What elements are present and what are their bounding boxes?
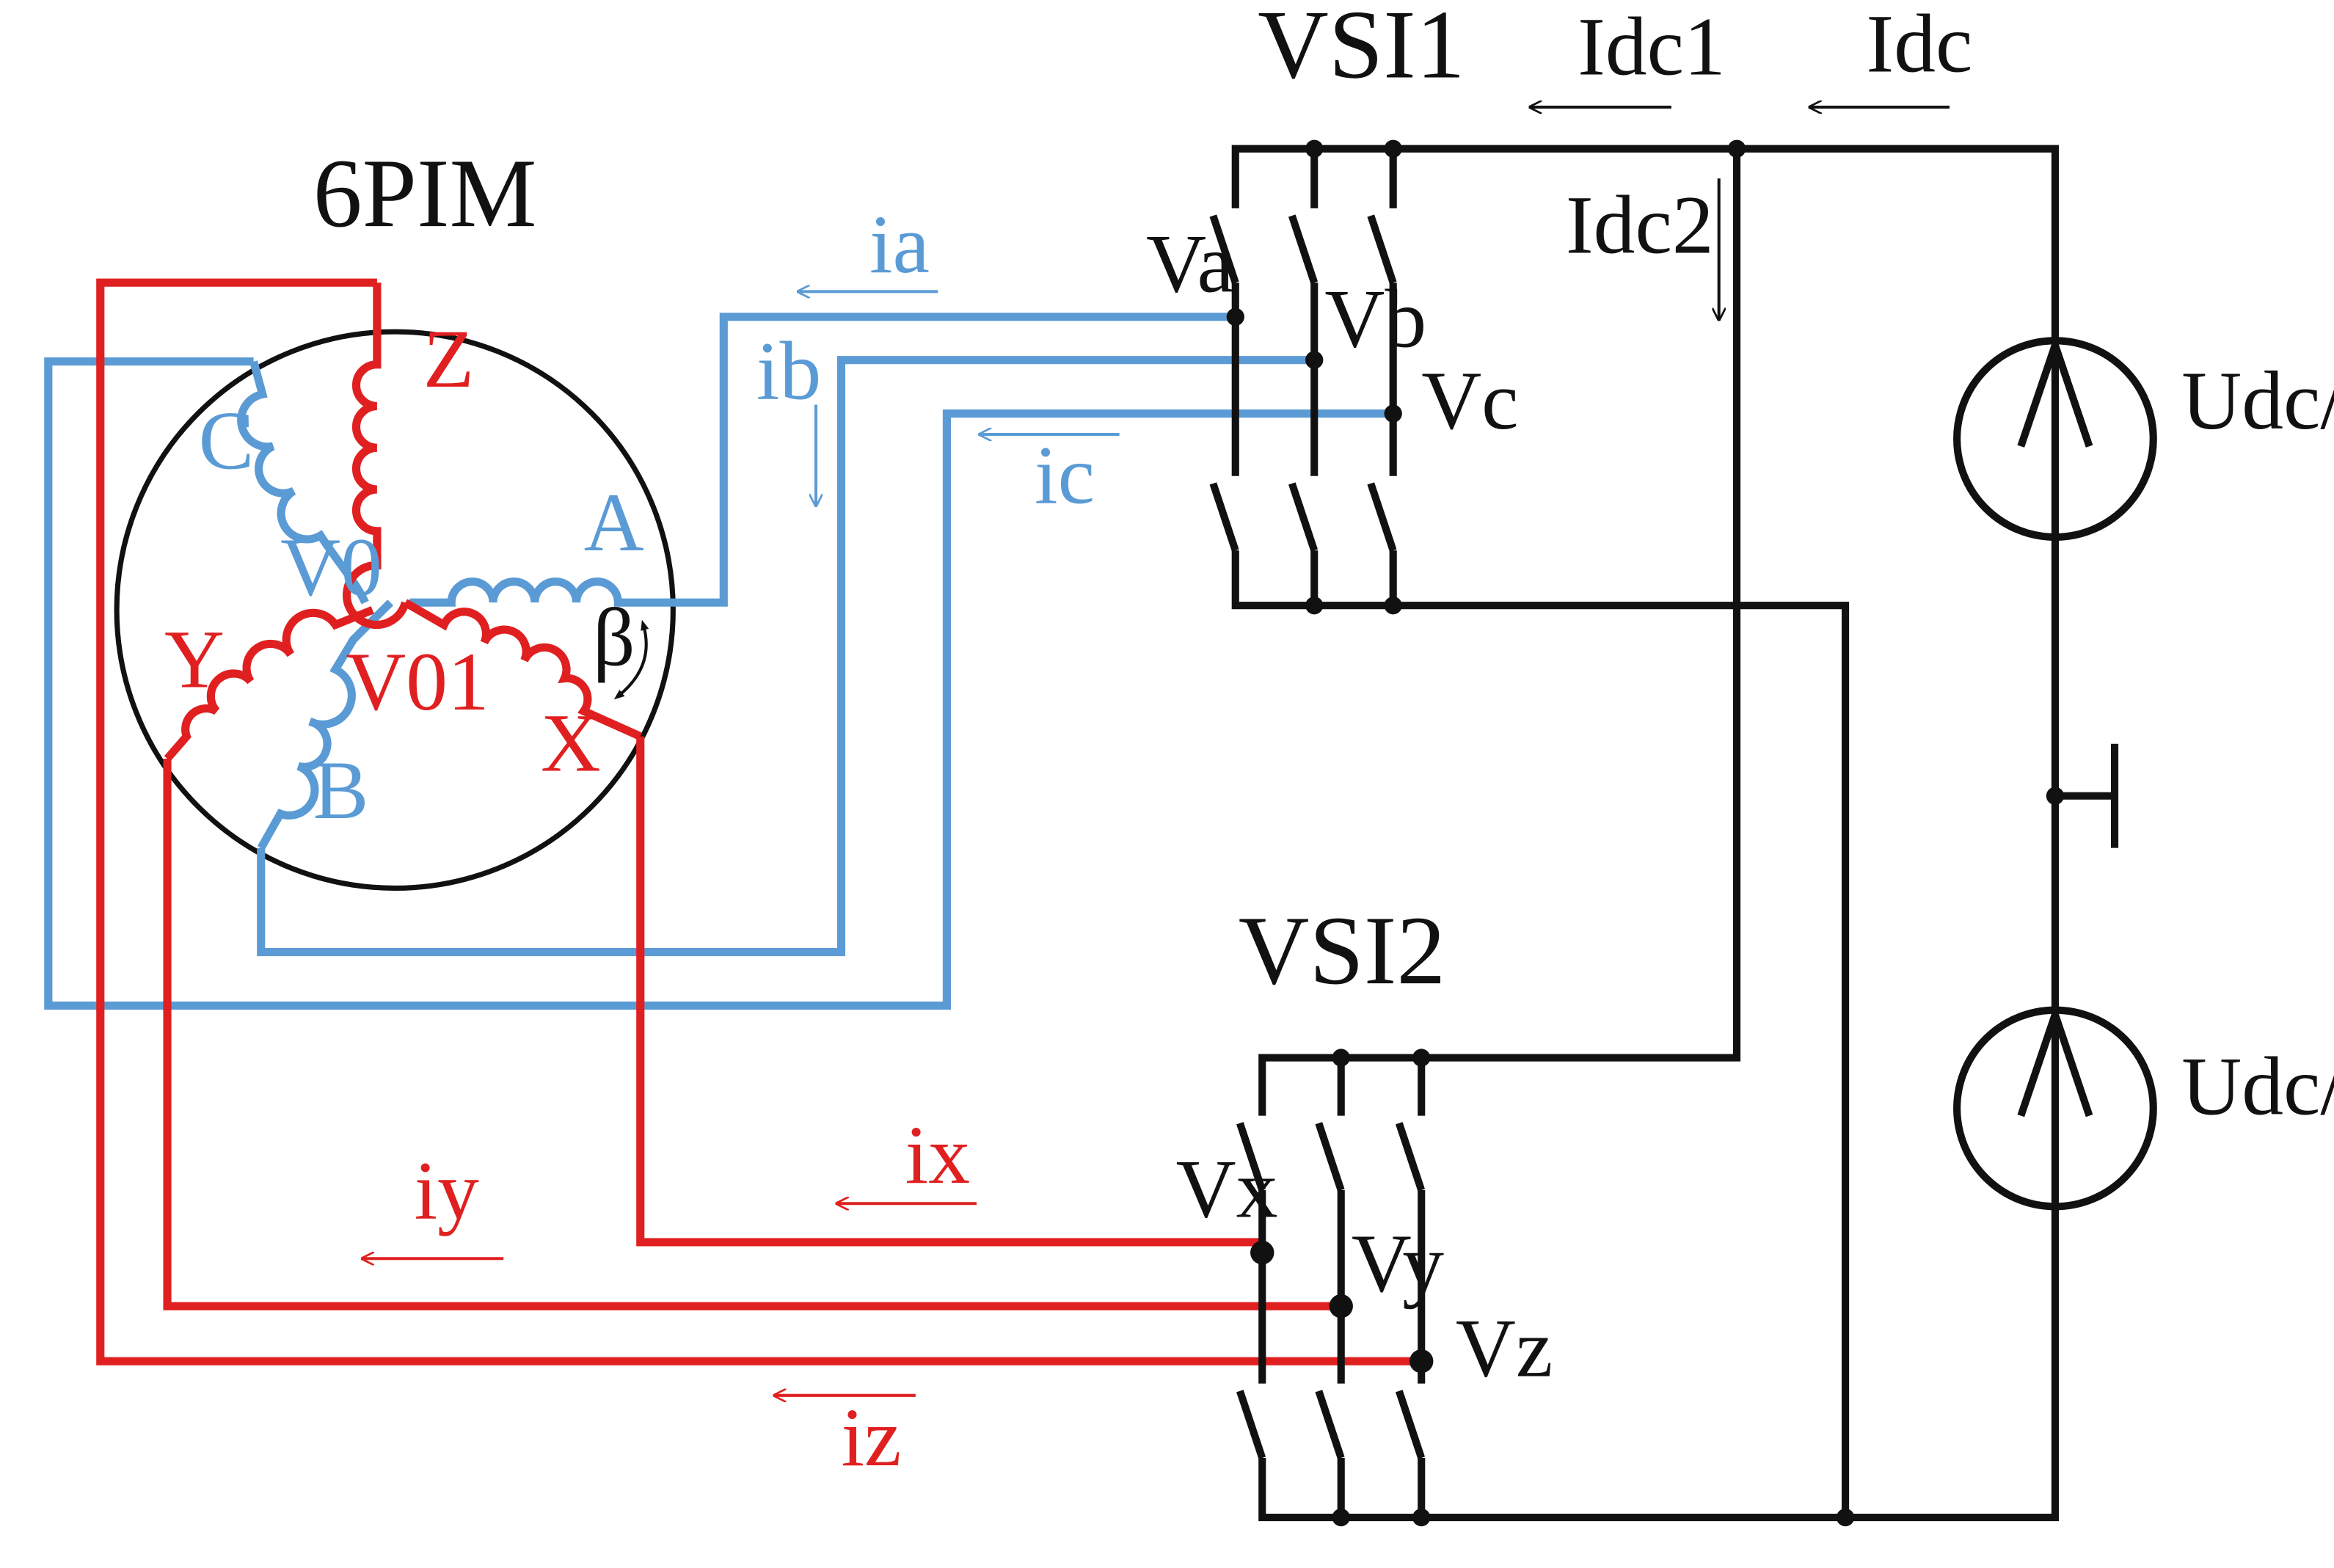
vsi1-bridge: [1209, 145, 2059, 1515]
winding-set-1: [237, 360, 678, 850]
node-vc-dot: [1384, 404, 1402, 423]
vsi1: VSI1 Va Vb Vc: [1146, 0, 2059, 1515]
switch-y-lower: [1315, 1390, 1345, 1459]
phase-z-label: Z: [423, 313, 474, 405]
node-dot: [1384, 597, 1402, 615]
dc-midpoint-link: [1258, 148, 1741, 1116]
motor: 6PIM A B C X Y Z V0 V01 β: [114, 139, 678, 891]
dc-positive-bus: [1231, 145, 2059, 343]
phase-set-2-wiring: [96, 278, 1422, 1365]
node-vx-dot: [1250, 1240, 1274, 1265]
node-va-dot: [1226, 307, 1244, 327]
node-dot: [1332, 1508, 1350, 1527]
phase-x-label: X: [541, 696, 601, 789]
switch-y-upper: [1315, 1122, 1345, 1192]
switch-b-lower: [1288, 482, 1319, 552]
neutral-v0-label: V0: [280, 521, 382, 613]
motor-title: 6PIM: [313, 139, 537, 247]
angle-beta-label: β: [593, 591, 635, 683]
node-vz-dot: [1409, 1349, 1434, 1374]
switch-b-upper: [1288, 214, 1319, 284]
midpoint-dot: [2046, 787, 2065, 805]
current-ix-label: ix: [905, 1109, 970, 1201]
source-upper-label: Udc/2: [2181, 354, 2334, 447]
winding-set-2: [164, 282, 643, 762]
vsi2-title: VSI2: [1239, 896, 1446, 1004]
switch-c-lower: [1367, 482, 1397, 552]
vsi2-bridge: [1236, 148, 2059, 1522]
wire-y: [163, 759, 1341, 1310]
phase-a-label: A: [584, 476, 644, 569]
motor-stator-circle: [114, 329, 676, 891]
switch-z-upper: [1395, 1122, 1426, 1192]
node-dot: [1836, 1508, 1855, 1527]
node-vy-label: Vy: [1352, 1217, 1444, 1310]
current-idc1-label: Idc1: [1578, 0, 1726, 92]
node-vb-label: Vb: [1324, 272, 1426, 365]
node-dot: [1384, 139, 1402, 158]
wire-x: [636, 736, 1263, 1247]
vsi1-title: VSI1: [1258, 0, 1465, 98]
node-vb-dot: [1305, 351, 1324, 369]
current-ia-label: ia: [869, 198, 930, 291]
source-lower-label: Udc/2: [2181, 1040, 2334, 1133]
current-idc-label: Idc: [1866, 0, 1972, 90]
switch-a-upper: [1209, 214, 1239, 284]
current-arrows: Idc Idc1 Idc2 ia ib ic ix iy iz: [362, 0, 1972, 1484]
wire-b: [257, 356, 1315, 957]
node-dot: [1412, 1508, 1431, 1527]
current-ib-label: ib: [756, 324, 821, 417]
angle-beta-arrow: [613, 619, 649, 700]
node-vy-dot: [1329, 1294, 1353, 1319]
winding-c: [237, 360, 369, 605]
winding-y: [164, 606, 374, 762]
node-dot: [1305, 139, 1324, 158]
wire-a: [677, 313, 1236, 607]
current-ic-label: ic: [1035, 429, 1095, 521]
node-vc-label: Vc: [1421, 354, 1518, 447]
dc-link: Udc/2 Udc/2: [1953, 337, 2334, 1211]
node-dot: [1305, 597, 1324, 615]
phase-y-label: Y: [164, 613, 225, 706]
current-iz-label: iz: [841, 1391, 901, 1484]
winding-b: [257, 599, 394, 850]
dc-negative-bus: [1258, 1205, 2059, 1522]
phase-set-1-wiring: [44, 313, 1393, 1010]
dc-source-lower: [1953, 1006, 2157, 1211]
node-va-label: Va: [1146, 217, 1234, 310]
dc-source-upper: [1953, 337, 2157, 541]
node-dot: [1332, 1049, 1350, 1067]
winding-x: [403, 599, 643, 740]
ground-symbol: [2054, 743, 2119, 848]
current-iy-label: iy: [415, 1145, 480, 1237]
phase-b-label: B: [313, 744, 369, 836]
switch-c-upper: [1367, 214, 1397, 284]
wire-z: [96, 278, 1422, 1365]
node-vz-label: Vz: [1456, 1302, 1553, 1394]
neutral-v01-label: V01: [346, 635, 489, 728]
phase-c-label: C: [199, 395, 255, 487]
switch-x-upper: [1236, 1122, 1266, 1192]
current-idc2-label: Idc2: [1566, 179, 1714, 271]
wire-c: [44, 357, 1393, 1010]
switch-x-lower: [1236, 1390, 1266, 1459]
winding-z: [343, 282, 409, 630]
switch-z-lower: [1395, 1390, 1426, 1459]
node-dot: [1412, 1049, 1431, 1067]
node-vx-label: Vx: [1176, 1143, 1278, 1236]
vsi2: VSI2 Vx Vy Vz: [1176, 148, 2059, 1527]
switch-a-lower: [1209, 482, 1239, 552]
winding-a: [409, 577, 678, 607]
